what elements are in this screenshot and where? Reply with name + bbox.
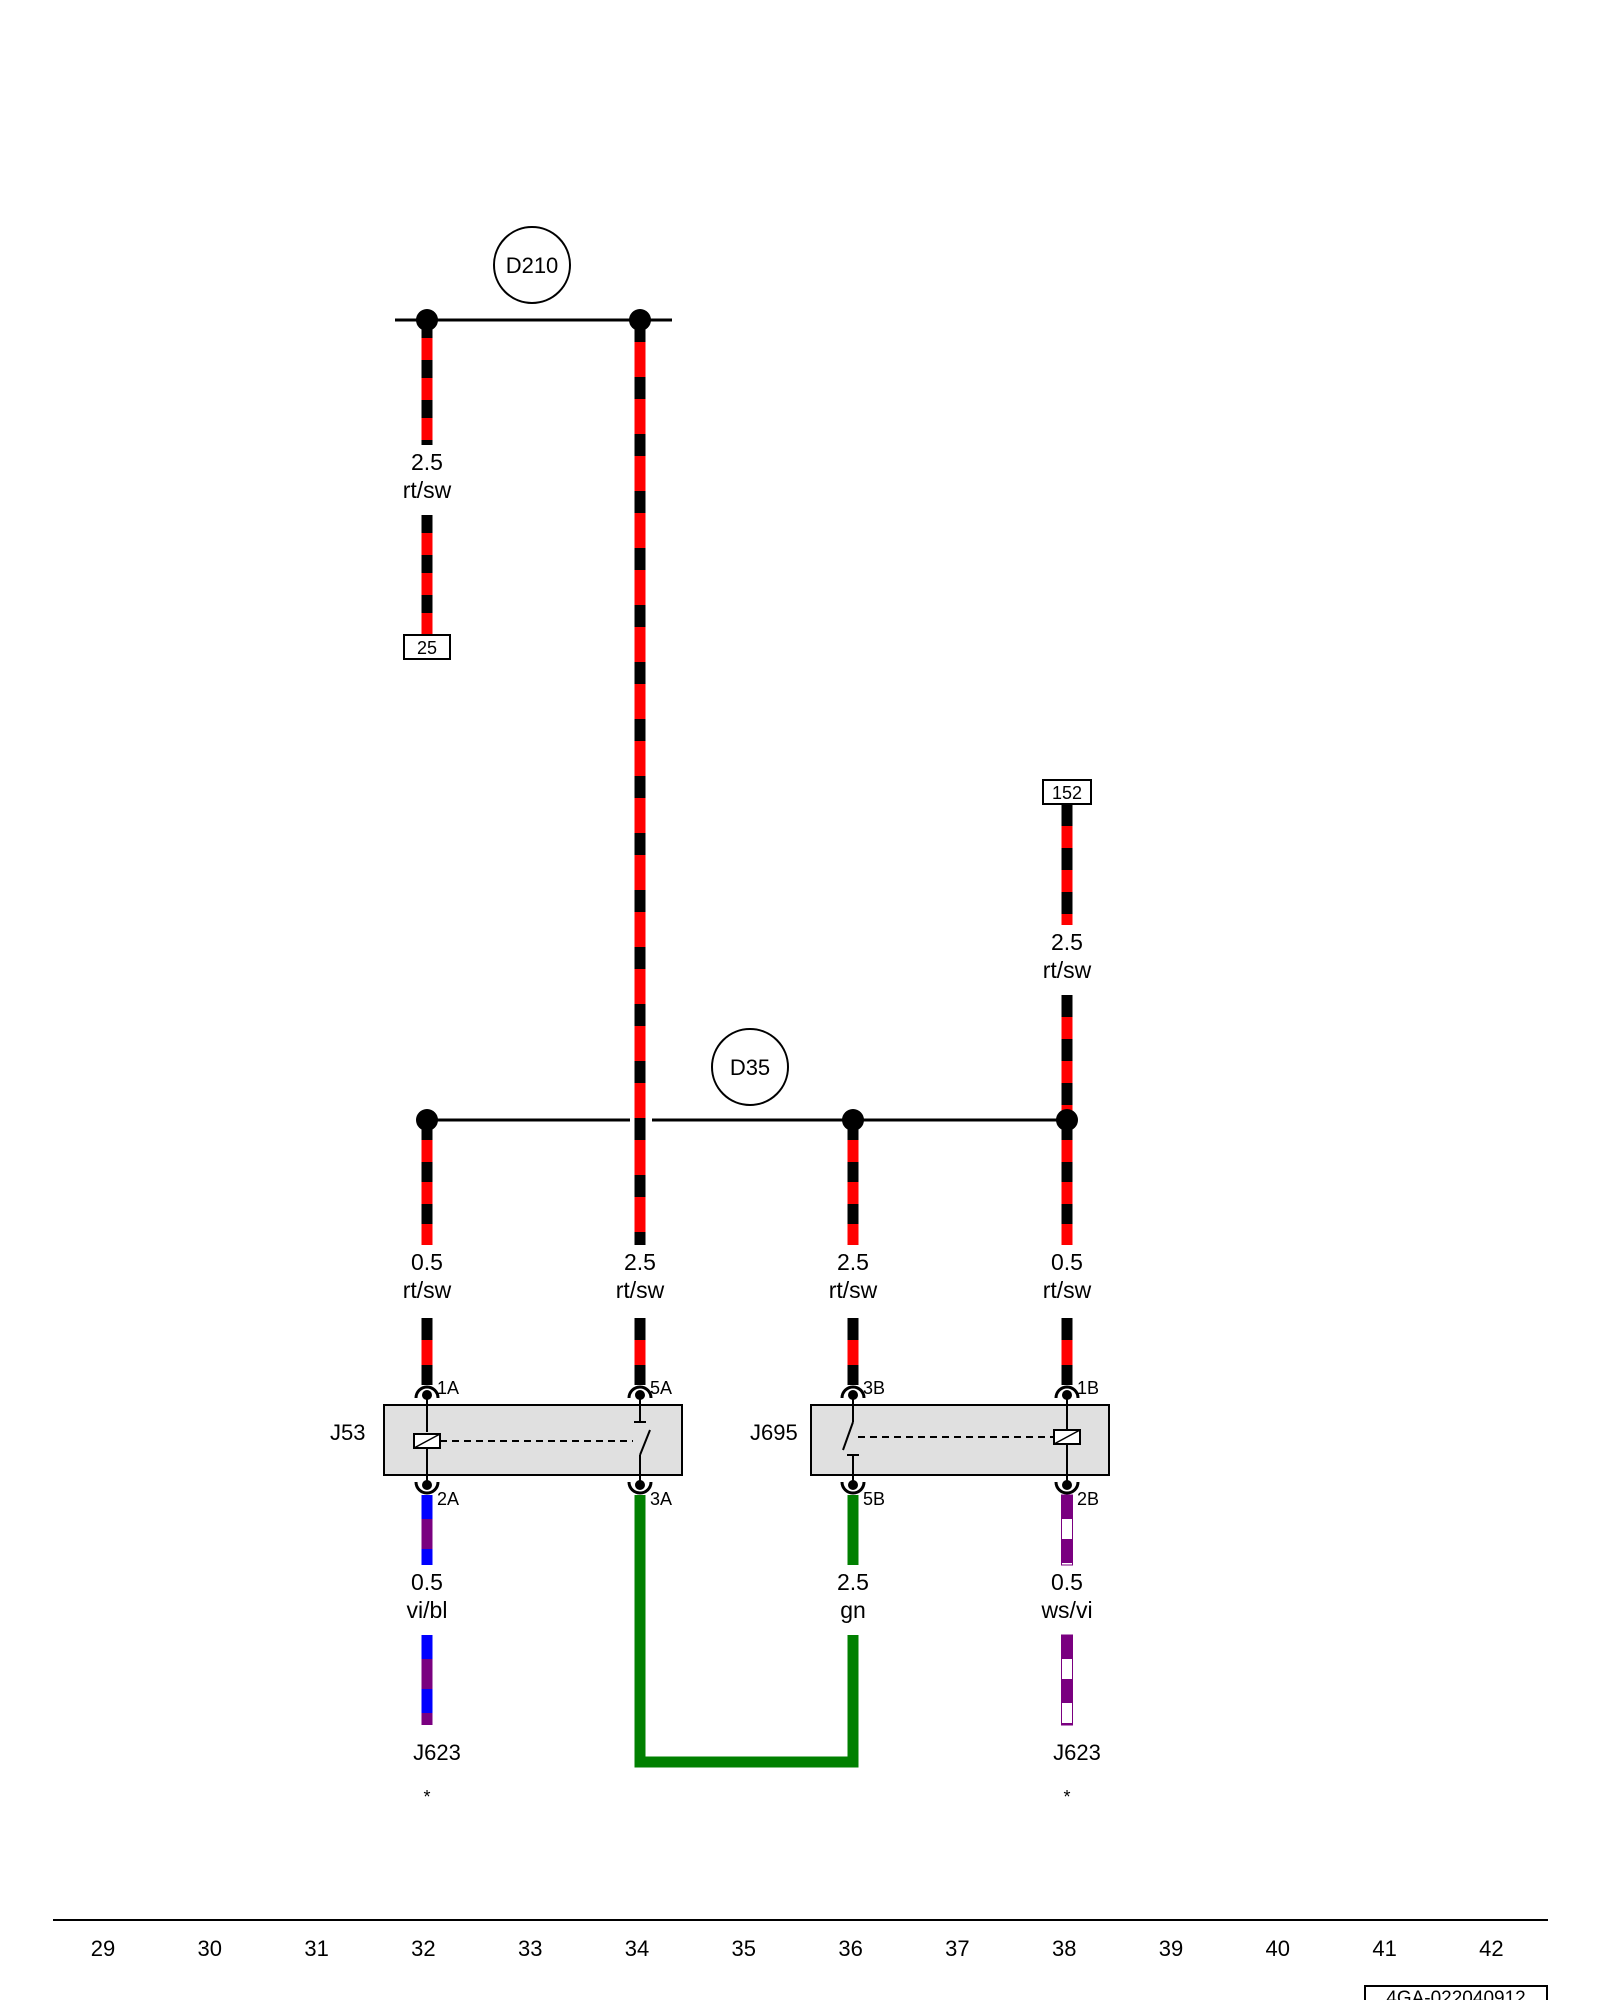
wire-w1-size: 2.5 (411, 449, 443, 475)
pin-5b-label: 5B (863, 1489, 885, 1509)
grid-number-41: 41 (1372, 1936, 1396, 1961)
wire-d210-to-5a: 2.5 rt/sw (616, 320, 665, 1385)
wire-w9-size: 0.5 (1051, 1569, 1083, 1595)
pin-2a-label: 2A (437, 1489, 459, 1509)
pin-2a: 2A (414, 1480, 459, 1509)
pin-5a: 5A (627, 1378, 672, 1400)
grid-number-35: 35 (732, 1936, 756, 1961)
grid-number-39: 39 (1159, 1936, 1183, 1961)
wire-w9-color: ws/vi (1040, 1597, 1092, 1623)
grid-number-33: 33 (518, 1936, 542, 1961)
grid-number-40: 40 (1266, 1936, 1290, 1961)
pin-1a: 1A (414, 1378, 459, 1400)
wire-w5-color: rt/sw (829, 1277, 878, 1303)
pin-5a-label: 5A (650, 1378, 672, 1398)
destination-j623-left-label: J623 (413, 1740, 461, 1765)
wire-d35-to-3b: 2.5 rt/sw (829, 1120, 878, 1385)
wire-w8-size: 2.5 (837, 1569, 869, 1595)
wire-d35-to-1b: 0.5 rt/sw (1043, 1120, 1092, 1385)
pin-5b: 5B (840, 1480, 885, 1509)
wire-3a-to-5b: 2.5 gn (634, 1495, 869, 1768)
terminal-152: 152 (1042, 779, 1092, 805)
pin-2b-label: 2B (1077, 1489, 1099, 1509)
connector-d35: D35 (416, 1028, 1078, 1131)
pin-2b: 2B (1054, 1480, 1099, 1509)
grid-number-29: 29 (91, 1936, 115, 1961)
wire-w4-color: rt/sw (616, 1277, 665, 1303)
wire-w8-color: gn (840, 1597, 866, 1623)
pin-3a-label: 3A (650, 1489, 672, 1509)
relay-j53-label: J53 (330, 1420, 365, 1445)
destination-j623-left: J623 * (413, 1740, 461, 1807)
pins-bottom: 2A 3A 5B 2B (414, 1480, 1099, 1509)
grid-number-42: 42 (1479, 1936, 1503, 1961)
wire-w3-color: rt/sw (403, 1277, 452, 1303)
destination-j623-right: J623 * (1053, 1740, 1101, 1807)
connector-d35-label: D35 (730, 1055, 770, 1080)
connector-d210: D210 (395, 226, 672, 331)
pin-1b: 1B (1054, 1378, 1099, 1400)
grid-ruler: 29 30 31 32 33 34 35 36 37 38 39 40 41 42 (53, 1919, 1548, 1961)
pin-3a: 3A (627, 1480, 672, 1509)
grid-number-38: 38 (1052, 1936, 1076, 1961)
pin-1a-label: 1A (437, 1378, 459, 1398)
document-id: 4GA-022040912 (1386, 1988, 1525, 2000)
wire-w3-size: 0.5 (411, 1249, 443, 1275)
document-id-box: 4GA-022040912 (1364, 1985, 1548, 2000)
wire-w6-color: rt/sw (1043, 1277, 1092, 1303)
pin-3b: 3B (840, 1378, 885, 1400)
grid-number-36: 36 (838, 1936, 862, 1961)
connector-d210-label: D210 (506, 253, 559, 278)
destination-j623-left-note: * (423, 1787, 430, 1807)
pin-3b-label: 3B (863, 1378, 885, 1398)
grid-number-37: 37 (945, 1936, 969, 1961)
relay-j695-label: J695 (750, 1420, 798, 1445)
wire-w2-size: 2.5 (1051, 929, 1083, 955)
destination-j623-right-note: * (1063, 1787, 1070, 1807)
pin-1b-label: 1B (1077, 1378, 1099, 1398)
wire-d35-to-1a: 0.5 rt/sw (403, 1120, 452, 1385)
wire-w7-size: 0.5 (411, 1569, 443, 1595)
grid-number-34: 34 (625, 1936, 649, 1961)
terminal-25: 25 (403, 634, 451, 660)
wire-t152-to-d35: 2.5 rt/sw (1043, 804, 1092, 1120)
grid-number-31: 31 (304, 1936, 328, 1961)
wire-w4-size: 2.5 (624, 1249, 656, 1275)
grid-number-30: 30 (198, 1936, 222, 1961)
wire-w2-color: rt/sw (1043, 957, 1092, 983)
wire-d210-to-t25: 2.5 rt/sw (403, 320, 452, 635)
wire-2b-to-j623: 0.5 ws/vi (1040, 1494, 1093, 1726)
pins-top: 1A 5A 3B 1B (414, 1378, 1099, 1400)
terminal-152-label: 152 (1052, 783, 1082, 803)
wire-w7-color: vi/bl (407, 1597, 448, 1623)
wire-w6-size: 0.5 (1051, 1249, 1083, 1275)
relay-j695: J695 (750, 1395, 1110, 1485)
terminal-25-label: 25 (417, 638, 437, 658)
wire-2a-to-j623: 0.5 vi/bl (407, 1495, 448, 1725)
relay-j53: J53 (330, 1395, 683, 1485)
grid-number-32: 32 (411, 1936, 435, 1961)
wire-w1-color: rt/sw (403, 477, 452, 503)
wire-w5-size: 2.5 (837, 1249, 869, 1275)
destination-j623-right-label: J623 (1053, 1740, 1101, 1765)
grid-numbers: 29 30 31 32 33 34 35 36 37 38 39 40 41 42 (91, 1936, 1504, 1961)
